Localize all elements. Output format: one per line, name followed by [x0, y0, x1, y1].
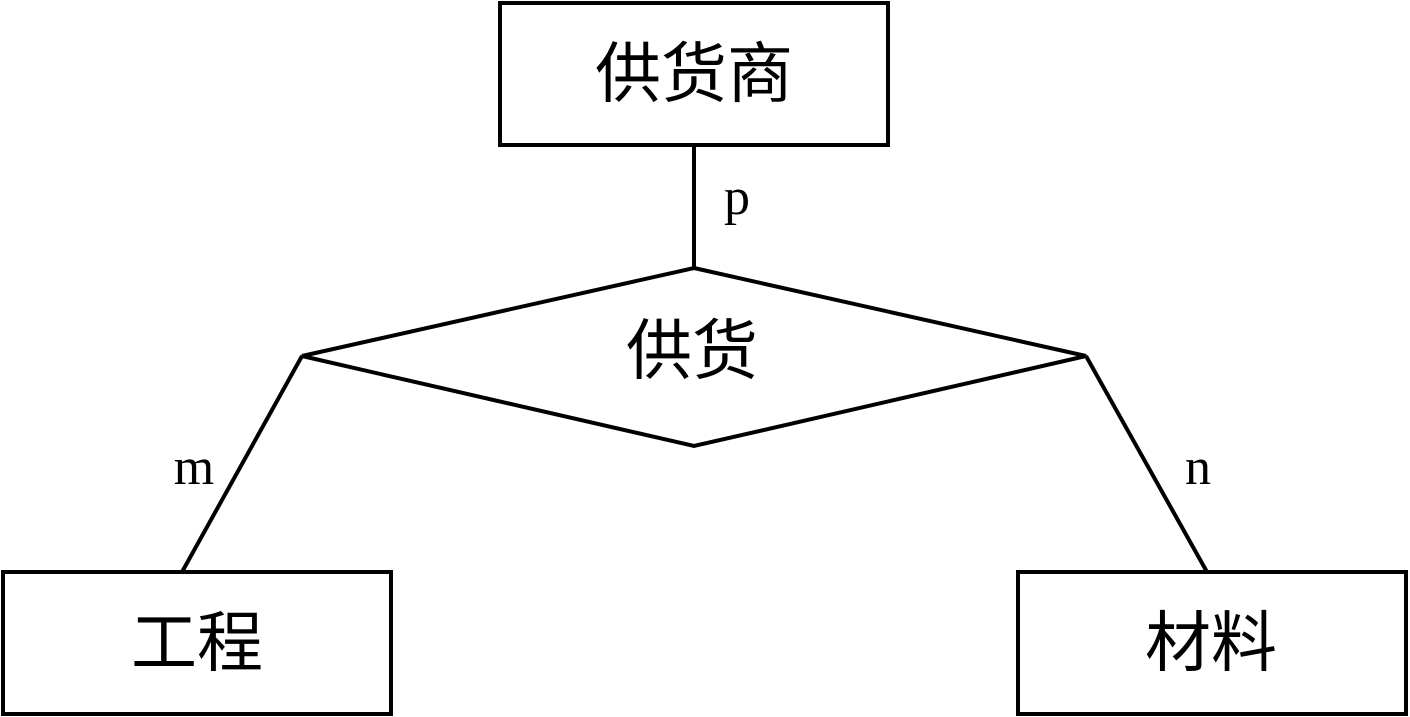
cardinality-material: n: [1185, 439, 1211, 496]
entity-project-box: [1, 570, 393, 716]
entity-material: 材料: [1016, 570, 1408, 716]
relationship-label: 供货: [626, 313, 758, 390]
cardinality-supplier: p: [724, 169, 750, 226]
connector-relationship-material: [1084, 355, 1209, 573]
cardinality-project: m: [174, 439, 214, 496]
entity-project-label: 工程: [131, 605, 263, 682]
entity-supplier: 供货商: [498, 1, 890, 147]
entity-project: 工程: [1, 570, 393, 716]
relationship-diamond: [301, 265, 1087, 449]
connector-relationship-project: [180, 355, 304, 573]
entity-material-label: 材料: [1145, 605, 1277, 682]
entity-material-box: [1016, 570, 1408, 716]
entity-supplier-label: 供货商: [595, 36, 793, 113]
entity-supplier-box: [498, 1, 890, 147]
relationship-supply: 供货: [301, 265, 1087, 449]
